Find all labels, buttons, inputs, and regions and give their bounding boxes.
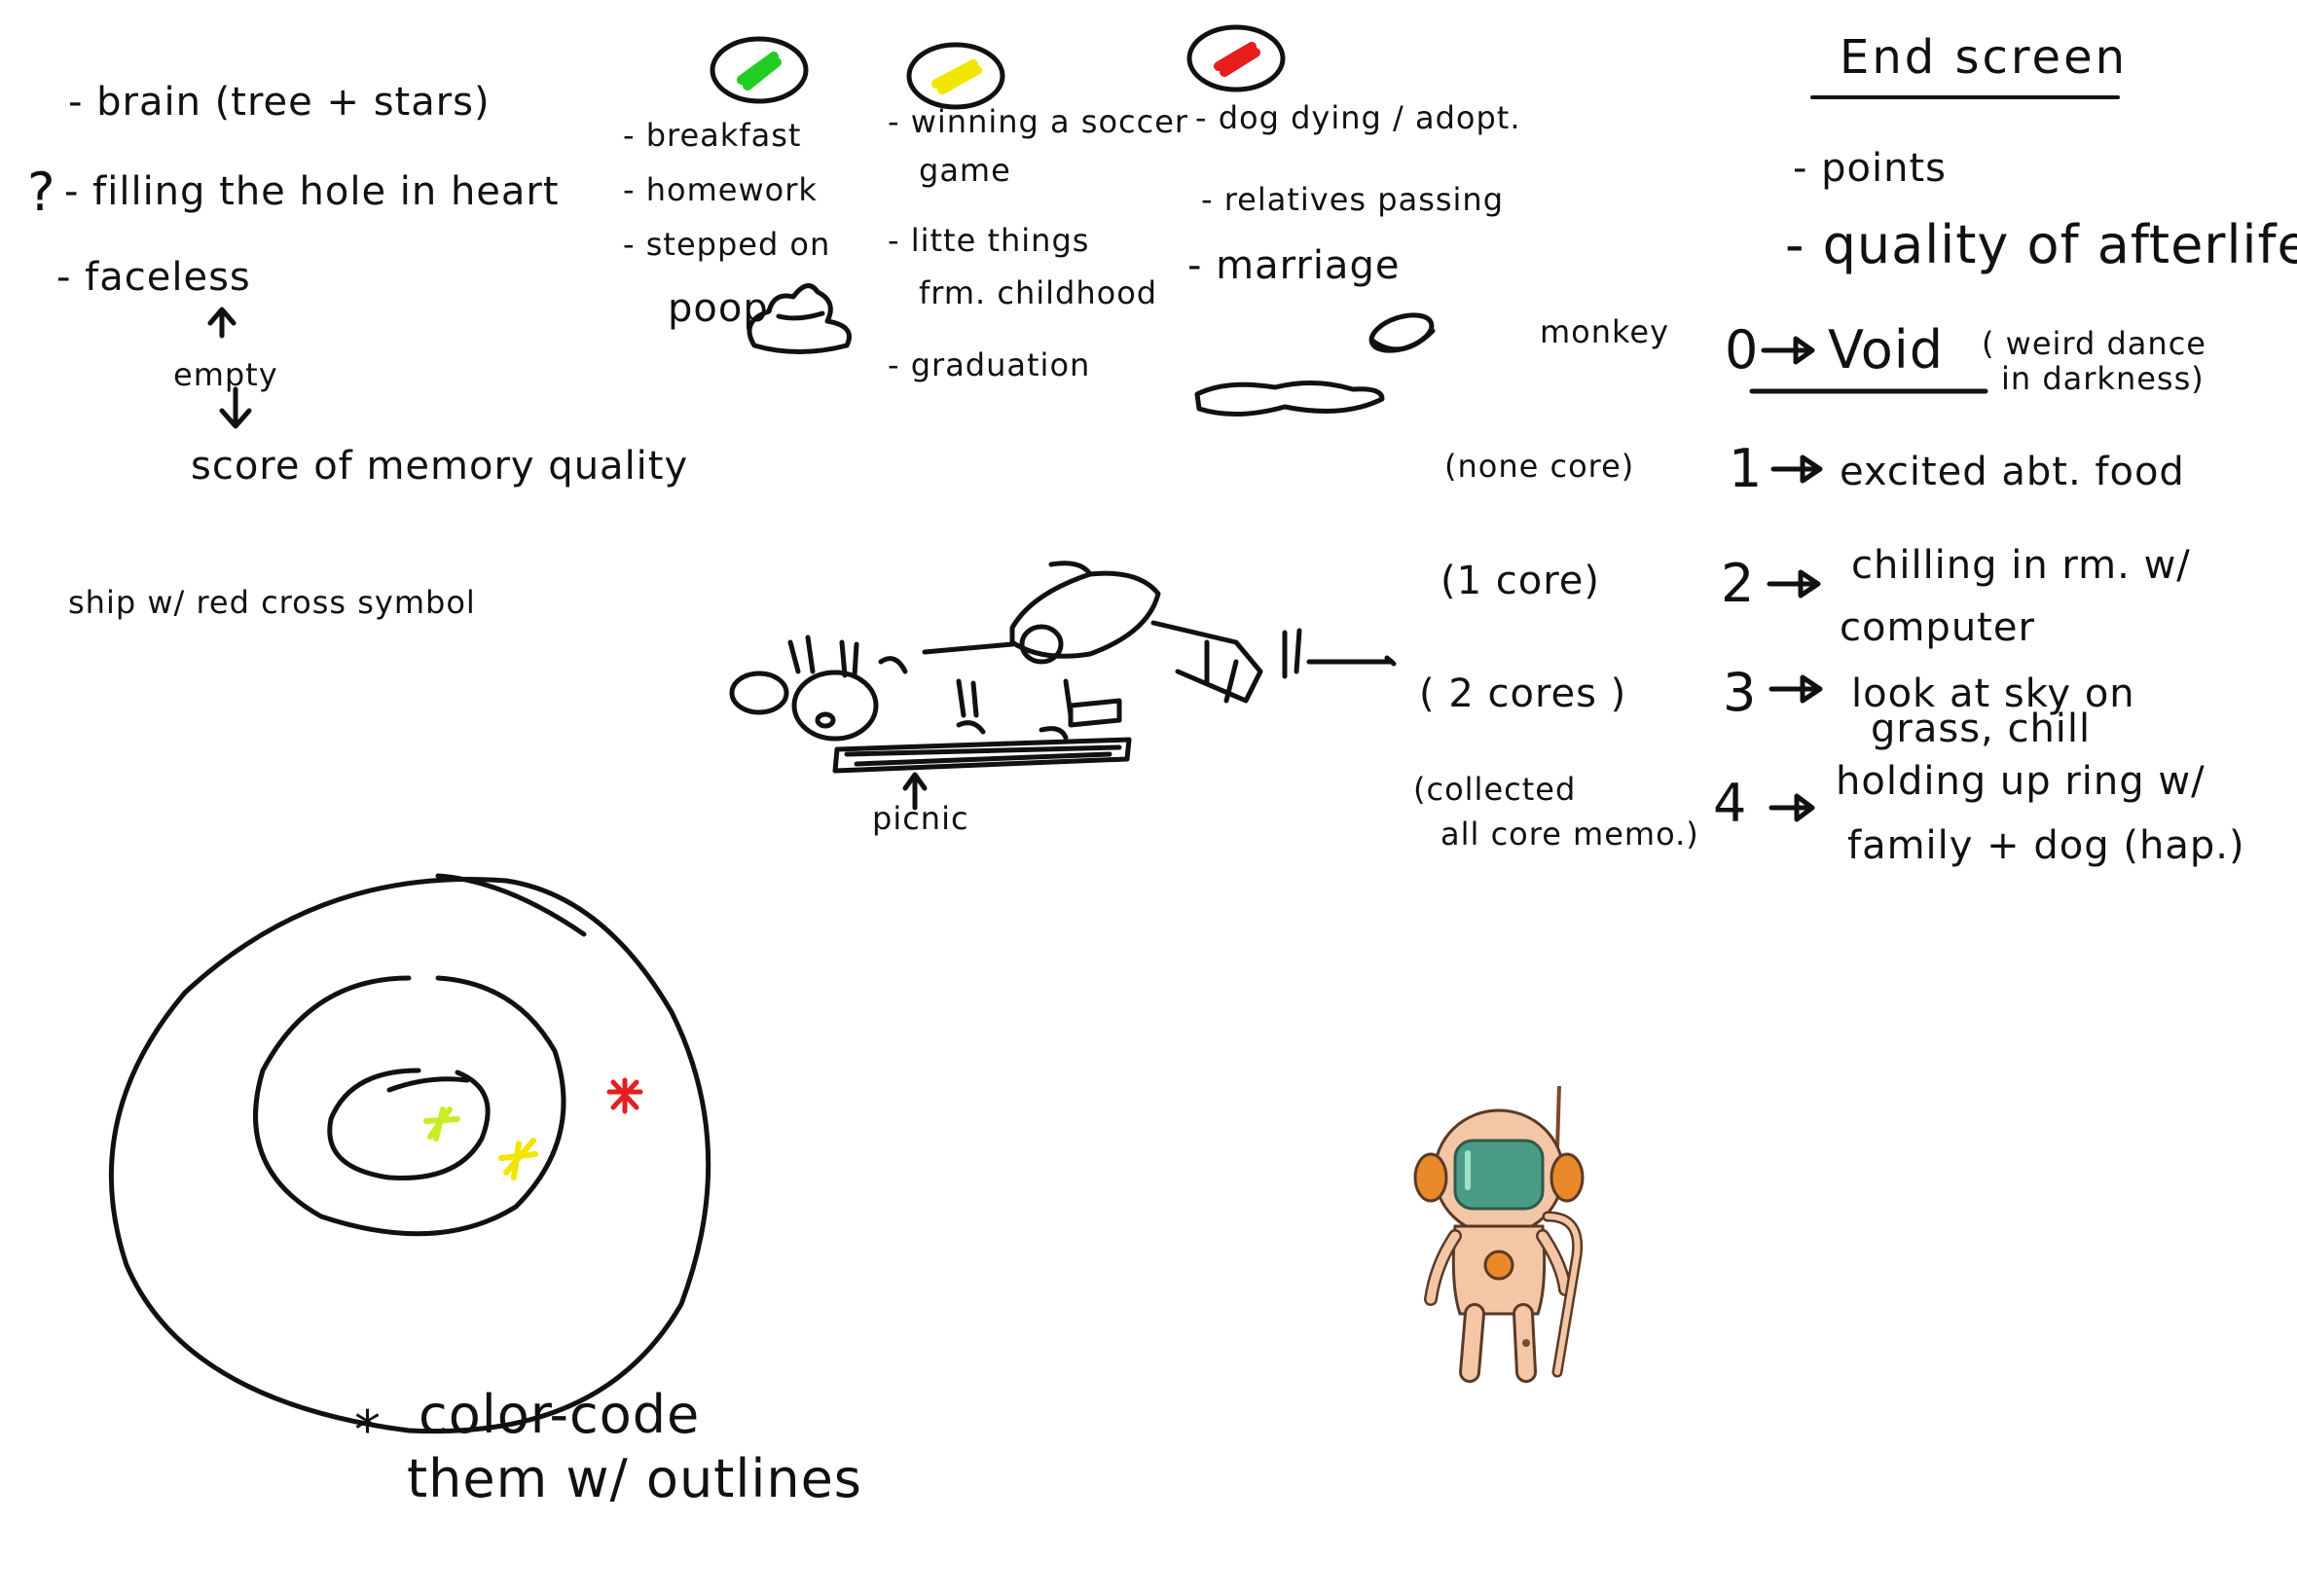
yellow-oval-icon [906,42,1005,110]
arrow-right-icons [1761,336,1823,822]
star-icons [423,1077,643,1180]
astronaut-character [1413,1085,1585,1383]
level-1-score: 1 [1729,438,1764,499]
yellow-item-soccer: - winning a soccer [888,103,1189,140]
level-3-score: 3 [1723,662,1758,723]
level-4-desc-line2: family + dog (hap.) [1847,823,2245,868]
level-4-score: 4 [1713,773,1748,834]
note-picnic: picnic [872,800,969,837]
level-0-score: 0 [1725,319,1760,381]
red-item-dog: - dog dying / adopt. [1195,99,1521,136]
ring-icon [1368,312,1436,353]
end-screen-title: End screen [1840,30,2129,85]
green-item-poop: poop [668,286,769,331]
arrow-down-icon [219,386,252,429]
arrow-up-icon [207,307,237,339]
level-0-desc: Void [1828,319,1945,381]
end-screen-bullet-points: - points [1793,146,1947,191]
left-ear-piece [1413,1152,1448,1203]
memory-rings [108,873,711,1434]
rings-note-star: * [354,1399,382,1461]
level-2-desc: chilling in rm. w/ [1851,543,2191,588]
red-item-relatives: - relatives passing [1201,181,1505,218]
rings-note-line1: color-code [419,1384,701,1445]
end-screen-bullet-quality: - quality of afterlife [1785,214,2297,275]
level-3-condition: ( 2 cores ) [1419,671,1627,716]
green-item-breakfast: - breakfast [623,117,802,154]
green-item-homework: - homework [623,171,818,208]
level-2-desc-line2: computer [1840,605,2035,650]
note-monkey: monkey [1540,313,1670,350]
red-oval-icon [1186,24,1286,92]
chest-button [1483,1250,1514,1281]
level-3-desc: look at sky on [1851,671,2135,716]
note-brain: - brain (tree + stars) [68,80,491,125]
right-ear-piece [1550,1152,1585,1203]
level-0-desc-line3: in darkness) [2001,360,2205,397]
yellow-item-childhood: frm. childhood [919,274,1158,311]
picnic-sketch [729,561,1397,811]
note-question-mark: ? [27,162,56,223]
red-item-marriage: - marriage [1187,243,1401,288]
green-item-stepped-on: - stepped on [623,226,831,263]
note-score: score of memory quality [191,444,689,489]
level-2-score: 2 [1721,553,1756,614]
level-1-desc: excited abt. food [1840,450,2185,494]
yellow-item-graduation: - graduation [888,346,1091,383]
level-1-condition: (none core) [1444,448,1635,485]
visor [1453,1139,1545,1211]
rings-note-line2: them w/ outlines [407,1448,862,1509]
end-screen-title-underline [1810,95,2120,99]
note-filling: - filling the hole in heart [64,169,560,214]
green-oval-icon [710,36,809,104]
yellow-item-game: game [919,152,1011,189]
level-4-desc: holding up ring w/ [1836,759,2206,804]
cloud-sketch [1194,381,1385,417]
poop-icon [747,283,852,354]
note-empty: empty [173,356,278,393]
level-4-condition: (collected [1413,771,1577,808]
level-0-desc-line2: ( weird dance [1982,325,2206,362]
level-3-desc-line2: grass, chill [1871,707,2092,751]
level-4-condition-line2: all core memo.) [1440,816,1699,852]
note-ship: ship w/ red cross symbol [68,584,476,621]
note-faceless: - faceless [56,255,251,300]
yellow-item-little-things: - litte things [888,222,1090,259]
level-2-condition: (1 core) [1440,559,1601,603]
